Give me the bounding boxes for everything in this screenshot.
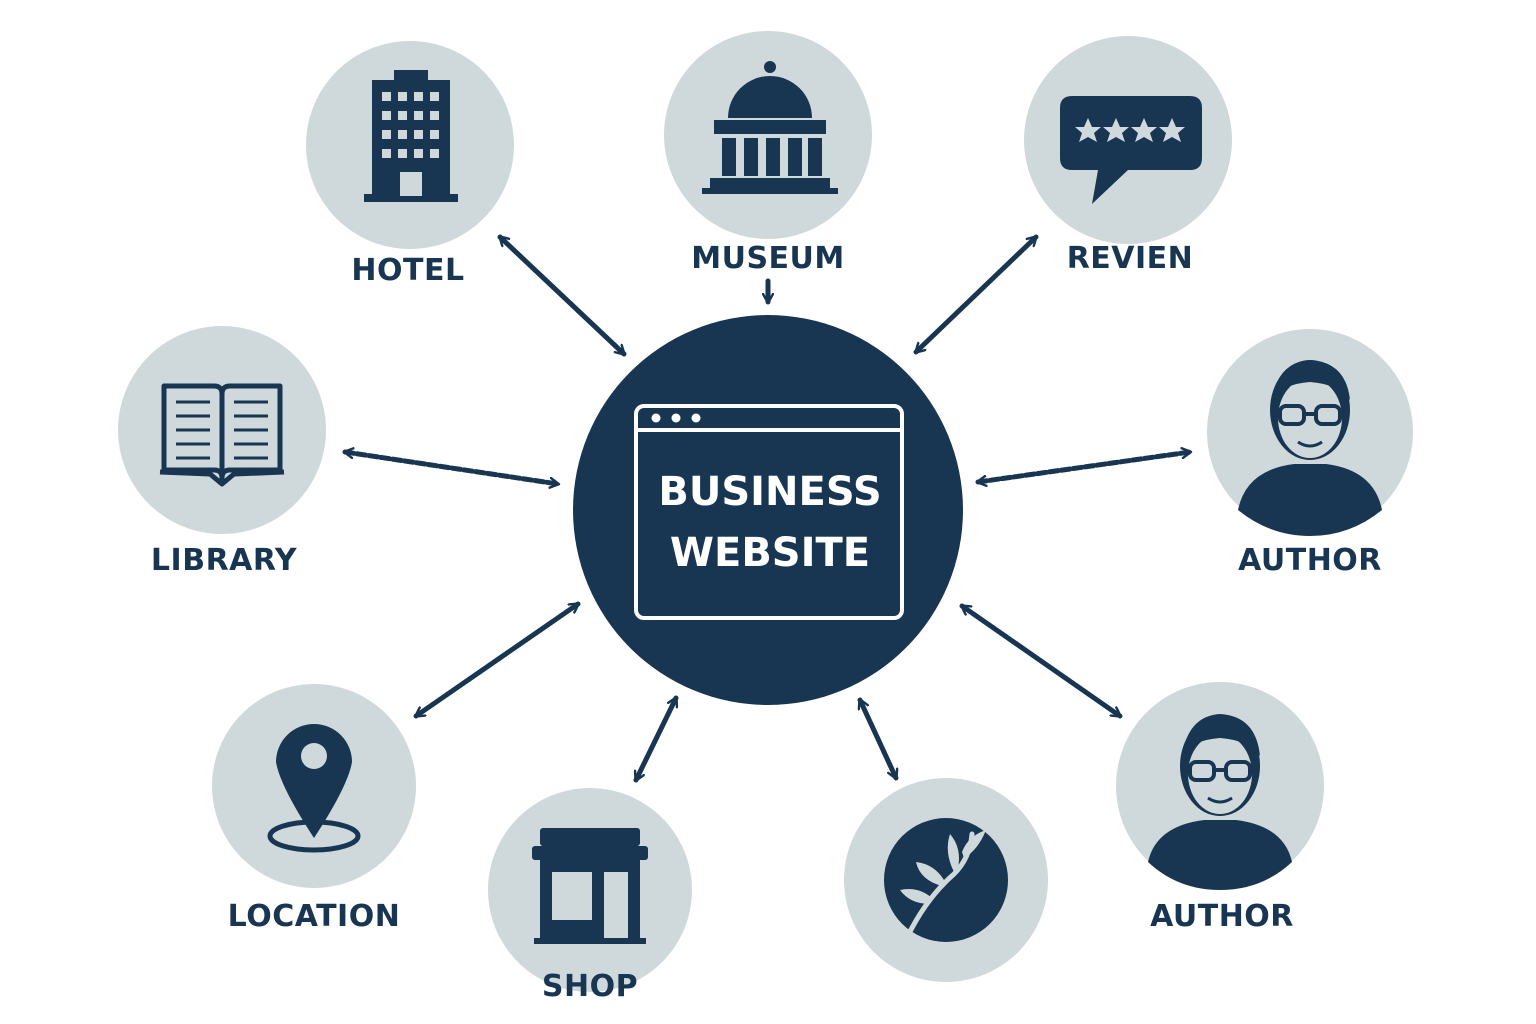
node-label-library: LIBRARY bbox=[151, 543, 298, 578]
node-label-shop: SHOP bbox=[542, 969, 638, 1004]
hub-title-line1: BUSINESS bbox=[658, 469, 881, 515]
hotel-building-icon bbox=[364, 70, 458, 202]
browser-window-icon bbox=[634, 404, 904, 620]
node-museum: MUSEUM bbox=[664, 31, 872, 276]
person-glasses-icon bbox=[1148, 714, 1292, 890]
arrow-hotel bbox=[497, 234, 627, 357]
arrow-leaf bbox=[857, 697, 899, 781]
hub-circle bbox=[573, 315, 963, 705]
business-website-hub: BUSINESS WEBSITE bbox=[573, 315, 963, 705]
node-label-hotel: HOTEL bbox=[351, 253, 464, 288]
node-label-museum: MUSEUM bbox=[691, 241, 845, 276]
connectors bbox=[342, 234, 1193, 783]
arrow-review bbox=[913, 234, 1039, 355]
node-review: REVIEN bbox=[1024, 36, 1232, 276]
node-location: LOCATION bbox=[212, 684, 416, 934]
arrow-shop bbox=[633, 695, 679, 783]
storefront-icon bbox=[532, 828, 648, 944]
node-label-author-2: AUTHOR bbox=[1150, 899, 1294, 934]
hub-title-line2: WEBSITE bbox=[670, 530, 870, 576]
node-library: LIBRARY bbox=[118, 326, 326, 578]
open-book-icon bbox=[159, 383, 285, 487]
review-stars-icon bbox=[1060, 96, 1202, 204]
node-author-1: AUTHOR bbox=[1207, 329, 1413, 578]
map-pin-icon bbox=[267, 724, 361, 853]
museum-icon bbox=[702, 61, 838, 194]
arrow-author1 bbox=[975, 452, 1193, 482]
node-shop: SHOP bbox=[488, 788, 692, 1004]
arrow-library bbox=[342, 452, 561, 484]
node-label-author-1: AUTHOR bbox=[1238, 543, 1382, 578]
node-hotel: HOTEL bbox=[306, 41, 514, 288]
node-author-2: AUTHOR bbox=[1116, 682, 1324, 934]
node-leaf bbox=[844, 778, 1048, 982]
node-label-review: REVIEN bbox=[1067, 241, 1194, 276]
person-glasses-icon bbox=[1238, 360, 1382, 536]
arrow-author2 bbox=[959, 603, 1123, 719]
leaf-icon bbox=[884, 818, 1008, 947]
arrow-location bbox=[413, 601, 581, 719]
node-label-location: LOCATION bbox=[228, 899, 401, 934]
